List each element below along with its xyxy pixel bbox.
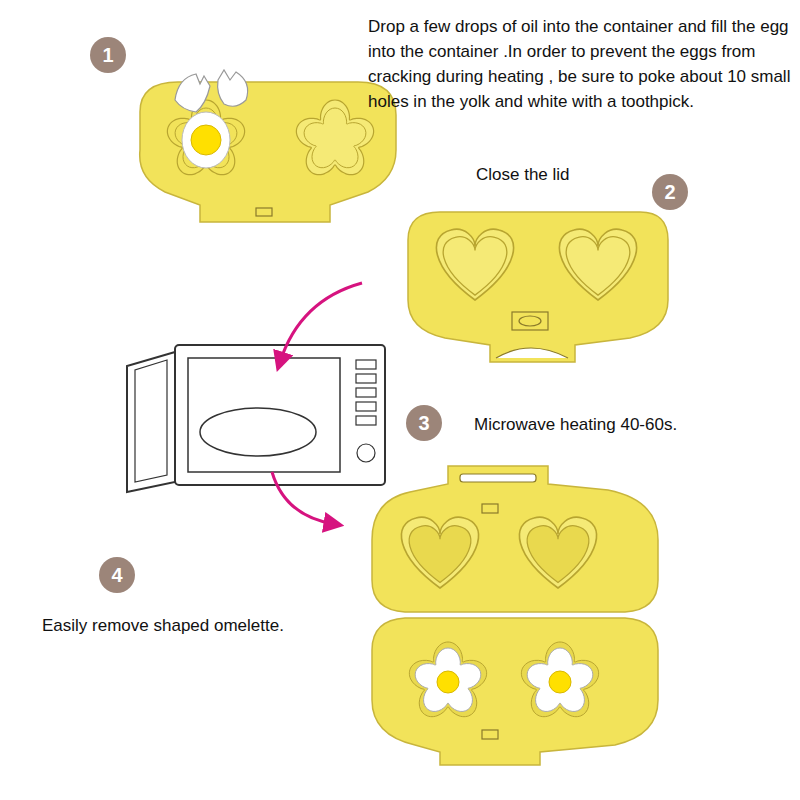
step-number: 4 [99, 557, 135, 593]
flow-arrow [272, 472, 334, 524]
flower-mold [175, 108, 237, 168]
closed-container [408, 212, 668, 362]
flower-egg [527, 648, 593, 711]
flower-mold [409, 642, 486, 717]
yolk [437, 671, 459, 693]
yolk [549, 671, 571, 693]
flower-egg [415, 648, 481, 711]
step-number: 1 [90, 37, 126, 73]
flower-mold [296, 100, 373, 175]
egg [175, 70, 248, 168]
flower-mold [521, 642, 598, 717]
step-number-text: 3 [418, 413, 429, 433]
step-number-text: 2 [664, 182, 675, 202]
step-number: 3 [406, 405, 442, 441]
step-number-text: 1 [102, 45, 113, 65]
step-caption: Close the lid [476, 162, 570, 187]
step-number-text: 4 [111, 565, 122, 585]
opened-container [372, 466, 658, 765]
flower-mold [304, 108, 366, 168]
microwave [127, 345, 385, 492]
step-caption: Microwave heating 40-60s. [474, 412, 677, 437]
flow-arrow [280, 283, 362, 362]
step-number: 2 [652, 174, 688, 210]
step-caption: Easily remove shaped omelette. [42, 613, 284, 638]
instruction-note: Drop a few drops of oil into the contain… [368, 14, 796, 114]
flower-mold [167, 100, 244, 175]
